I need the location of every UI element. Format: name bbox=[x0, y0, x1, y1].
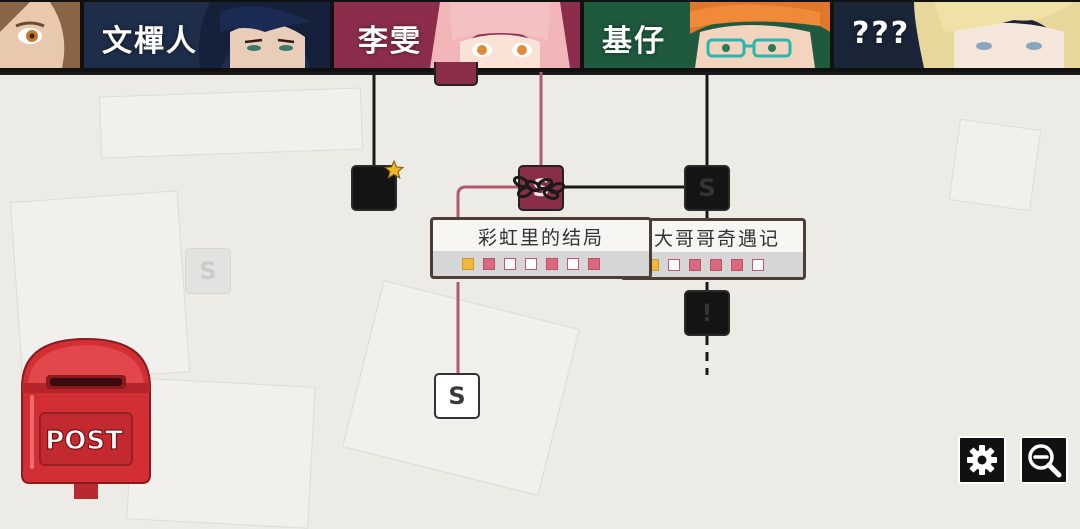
node-label: S bbox=[199, 257, 217, 285]
character-name: 李雯 bbox=[358, 24, 422, 59]
story-node-red-top[interactable] bbox=[434, 62, 478, 86]
node-label: S bbox=[698, 174, 716, 202]
character-name: ??? bbox=[852, 16, 911, 51]
story-progress-strip bbox=[433, 251, 649, 276]
chain-lock-icon bbox=[512, 175, 566, 200]
story-card-1[interactable]: 彩虹里的结局 bbox=[430, 217, 652, 279]
story-card-title: 彩虹里的结局 bbox=[477, 227, 604, 249]
character-portrait bbox=[690, 2, 830, 68]
star-icon bbox=[384, 160, 404, 180]
story-node-dark-exclaim[interactable]: ! bbox=[684, 290, 730, 336]
progress-square bbox=[689, 258, 701, 271]
story-card-title: 大哥哥奇遇记 bbox=[653, 228, 780, 250]
node-label: S bbox=[448, 382, 466, 410]
gear-icon bbox=[967, 445, 997, 475]
postbox-button[interactable]: POST bbox=[16, 337, 156, 499]
character-portrait bbox=[430, 2, 570, 68]
character-tab-unknown[interactable]: ??? bbox=[834, 2, 1080, 68]
progress-square bbox=[668, 258, 680, 271]
progress-square bbox=[752, 258, 764, 271]
progress-square bbox=[731, 258, 743, 271]
story-node-dark-s[interactable]: S bbox=[684, 165, 730, 211]
progress-square bbox=[483, 257, 495, 270]
progress-square bbox=[504, 257, 516, 270]
character-tab-wen[interactable]: 文樿人 bbox=[84, 2, 330, 68]
progress-square bbox=[710, 258, 722, 271]
story-progress-strip bbox=[623, 252, 803, 277]
postbox-label: POST bbox=[45, 426, 123, 456]
character-tab-li-wen[interactable]: 李雯 bbox=[334, 2, 580, 68]
character-tab-bar: 文樿人 李雯 基仔 bbox=[0, 0, 1080, 75]
node-label: ! bbox=[701, 299, 713, 327]
character-name: 基仔 bbox=[602, 24, 666, 59]
character-name: 文樿人 bbox=[102, 24, 198, 59]
story-node-ghost: S bbox=[185, 248, 231, 294]
story-node-white-s[interactable]: S bbox=[434, 373, 480, 419]
settings-button[interactable] bbox=[958, 436, 1006, 484]
progress-square bbox=[525, 257, 537, 270]
character-tab-0[interactable] bbox=[0, 2, 80, 68]
zoom-out-icon bbox=[1028, 444, 1062, 478]
character-portrait bbox=[190, 2, 330, 68]
character-tab-ji-zai[interactable]: 基仔 bbox=[584, 2, 830, 68]
progress-square bbox=[462, 257, 474, 270]
progress-square bbox=[588, 257, 600, 270]
character-portrait bbox=[0, 2, 80, 68]
progress-square bbox=[546, 257, 558, 270]
story-path-lines bbox=[372, 72, 709, 375]
character-portrait bbox=[914, 2, 1080, 68]
zoom-out-button[interactable] bbox=[1020, 436, 1068, 484]
progress-square bbox=[567, 257, 579, 270]
